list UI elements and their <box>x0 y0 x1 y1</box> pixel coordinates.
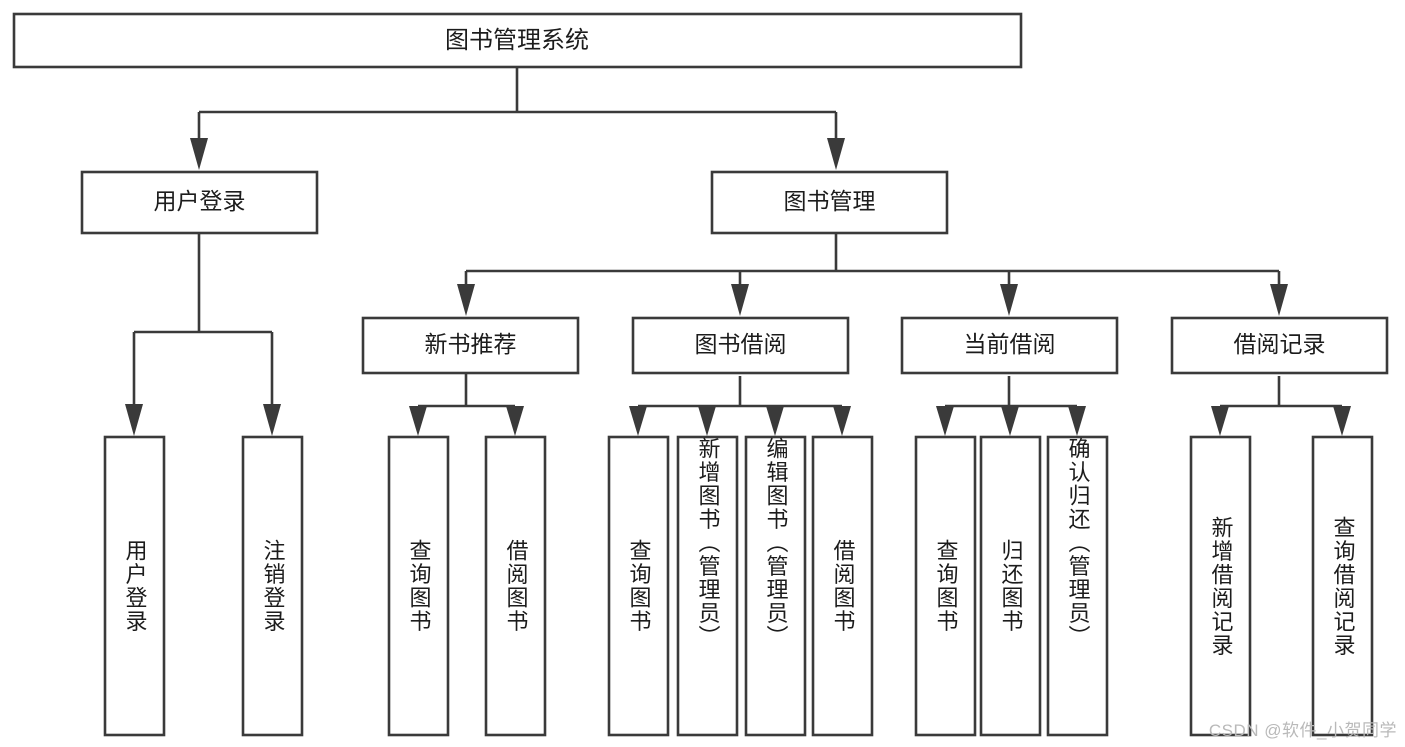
arrow-head-leaf-book-borrow-3 <box>766 406 784 436</box>
arrow-head-leaf-borrow-record-2 <box>1333 406 1351 436</box>
arrow-head-leaf-borrow-record-1 <box>1211 406 1229 436</box>
connectors-new-book-children <box>409 373 524 436</box>
node-root-system-box[interactable] <box>12 12 1023 69</box>
node-book-borrow-box[interactable] <box>631 316 850 375</box>
node-book-management-box[interactable] <box>710 170 949 235</box>
arrow-head-leaf-book-borrow-1 <box>629 406 647 436</box>
arrow-head-book-borrow <box>731 284 749 316</box>
connectors-current-borrow-children <box>936 376 1086 436</box>
node-root-system[interactable]: 图书管理系统 <box>12 12 1023 69</box>
node-current-borrow-label: 当前借阅 <box>964 331 1056 357</box>
leaf-box-book-borrow-4[interactable] <box>811 435 874 737</box>
node-user-login[interactable]: 用户登录 <box>80 170 319 235</box>
node-user-login-box[interactable] <box>80 170 319 235</box>
node-current-borrow-box[interactable] <box>900 316 1119 375</box>
arrow-head-leaf-new-book-2 <box>506 406 524 436</box>
leaf-box-new-book-1[interactable] <box>387 435 450 737</box>
node-new-book-recommend-box[interactable] <box>361 316 580 375</box>
node-book-management-label: 图书管理 <box>784 188 876 214</box>
arrow-head-leaf-book-borrow-4 <box>833 406 851 436</box>
leaf-box-new-book-2[interactable] <box>484 435 547 737</box>
node-book-management[interactable]: 图书管理 <box>710 170 949 235</box>
node-borrow-record[interactable]: 借阅记录 <box>1170 316 1389 375</box>
leaf-box-current-borrow-2[interactable] <box>979 435 1042 737</box>
arrow-head-leaf-current-borrow-2 <box>1001 406 1019 436</box>
leaf-box-book-borrow-1[interactable] <box>607 435 670 737</box>
node-new-book-recommend[interactable]: 新书推荐 <box>361 316 580 375</box>
node-book-borrow-label: 图书借阅 <box>695 331 787 357</box>
node-current-borrow[interactable]: 当前借阅 <box>900 316 1119 375</box>
node-new-book-recommend-label: 新书推荐 <box>425 331 517 357</box>
leaf-box-user-login-2[interactable] <box>241 435 304 737</box>
node-borrow-record-label: 借阅记录 <box>1234 331 1326 357</box>
leaf-box-book-borrow-2[interactable] <box>676 435 739 737</box>
node-book-borrow[interactable]: 图书借阅 <box>631 316 850 375</box>
node-user-login-label: 用户登录 <box>154 188 246 214</box>
node-root-system-label: 图书管理系统 <box>445 27 589 54</box>
arrow-head-leaf-book-borrow-2 <box>698 406 716 436</box>
arrow-head-leaf-user-login-2 <box>263 404 281 436</box>
arrow-head-leaf-current-borrow-1 <box>936 406 954 436</box>
connectors-book-mgmt-children <box>457 233 1288 316</box>
leaf-box-book-borrow-3[interactable] <box>744 435 807 737</box>
leaf-box-current-borrow-1[interactable] <box>914 435 977 737</box>
connectors-root-to-level2 <box>190 67 845 170</box>
connectors-book-borrow-children <box>629 376 851 436</box>
leaf-box-borrow-record-1[interactable] <box>1189 435 1252 737</box>
arrow-head-new-book <box>457 284 475 316</box>
arrow-head-leaf-new-book-1 <box>409 406 427 436</box>
leaf-box-current-borrow-3[interactable] <box>1046 435 1109 737</box>
leaf-box-user-login-1[interactable] <box>103 435 166 737</box>
csdn-watermark: CSDN @软件_小贺同学 <box>1208 721 1397 740</box>
arrow-head-current-borrow <box>1000 284 1018 316</box>
arrow-head-user-login <box>190 138 208 170</box>
arrow-head-borrow-record <box>1270 284 1288 316</box>
connectors-user-login-children <box>125 233 281 436</box>
arrow-head-leaf-user-login-1 <box>125 404 143 436</box>
connectors-borrow-record-children <box>1211 376 1351 436</box>
arrow-head-book-mgmt <box>827 138 845 170</box>
leaf-box-borrow-record-2[interactable] <box>1311 435 1374 737</box>
leaf-boxes <box>103 435 1374 737</box>
node-borrow-record-box[interactable] <box>1170 316 1389 375</box>
arrow-head-leaf-current-borrow-3 <box>1068 406 1086 436</box>
